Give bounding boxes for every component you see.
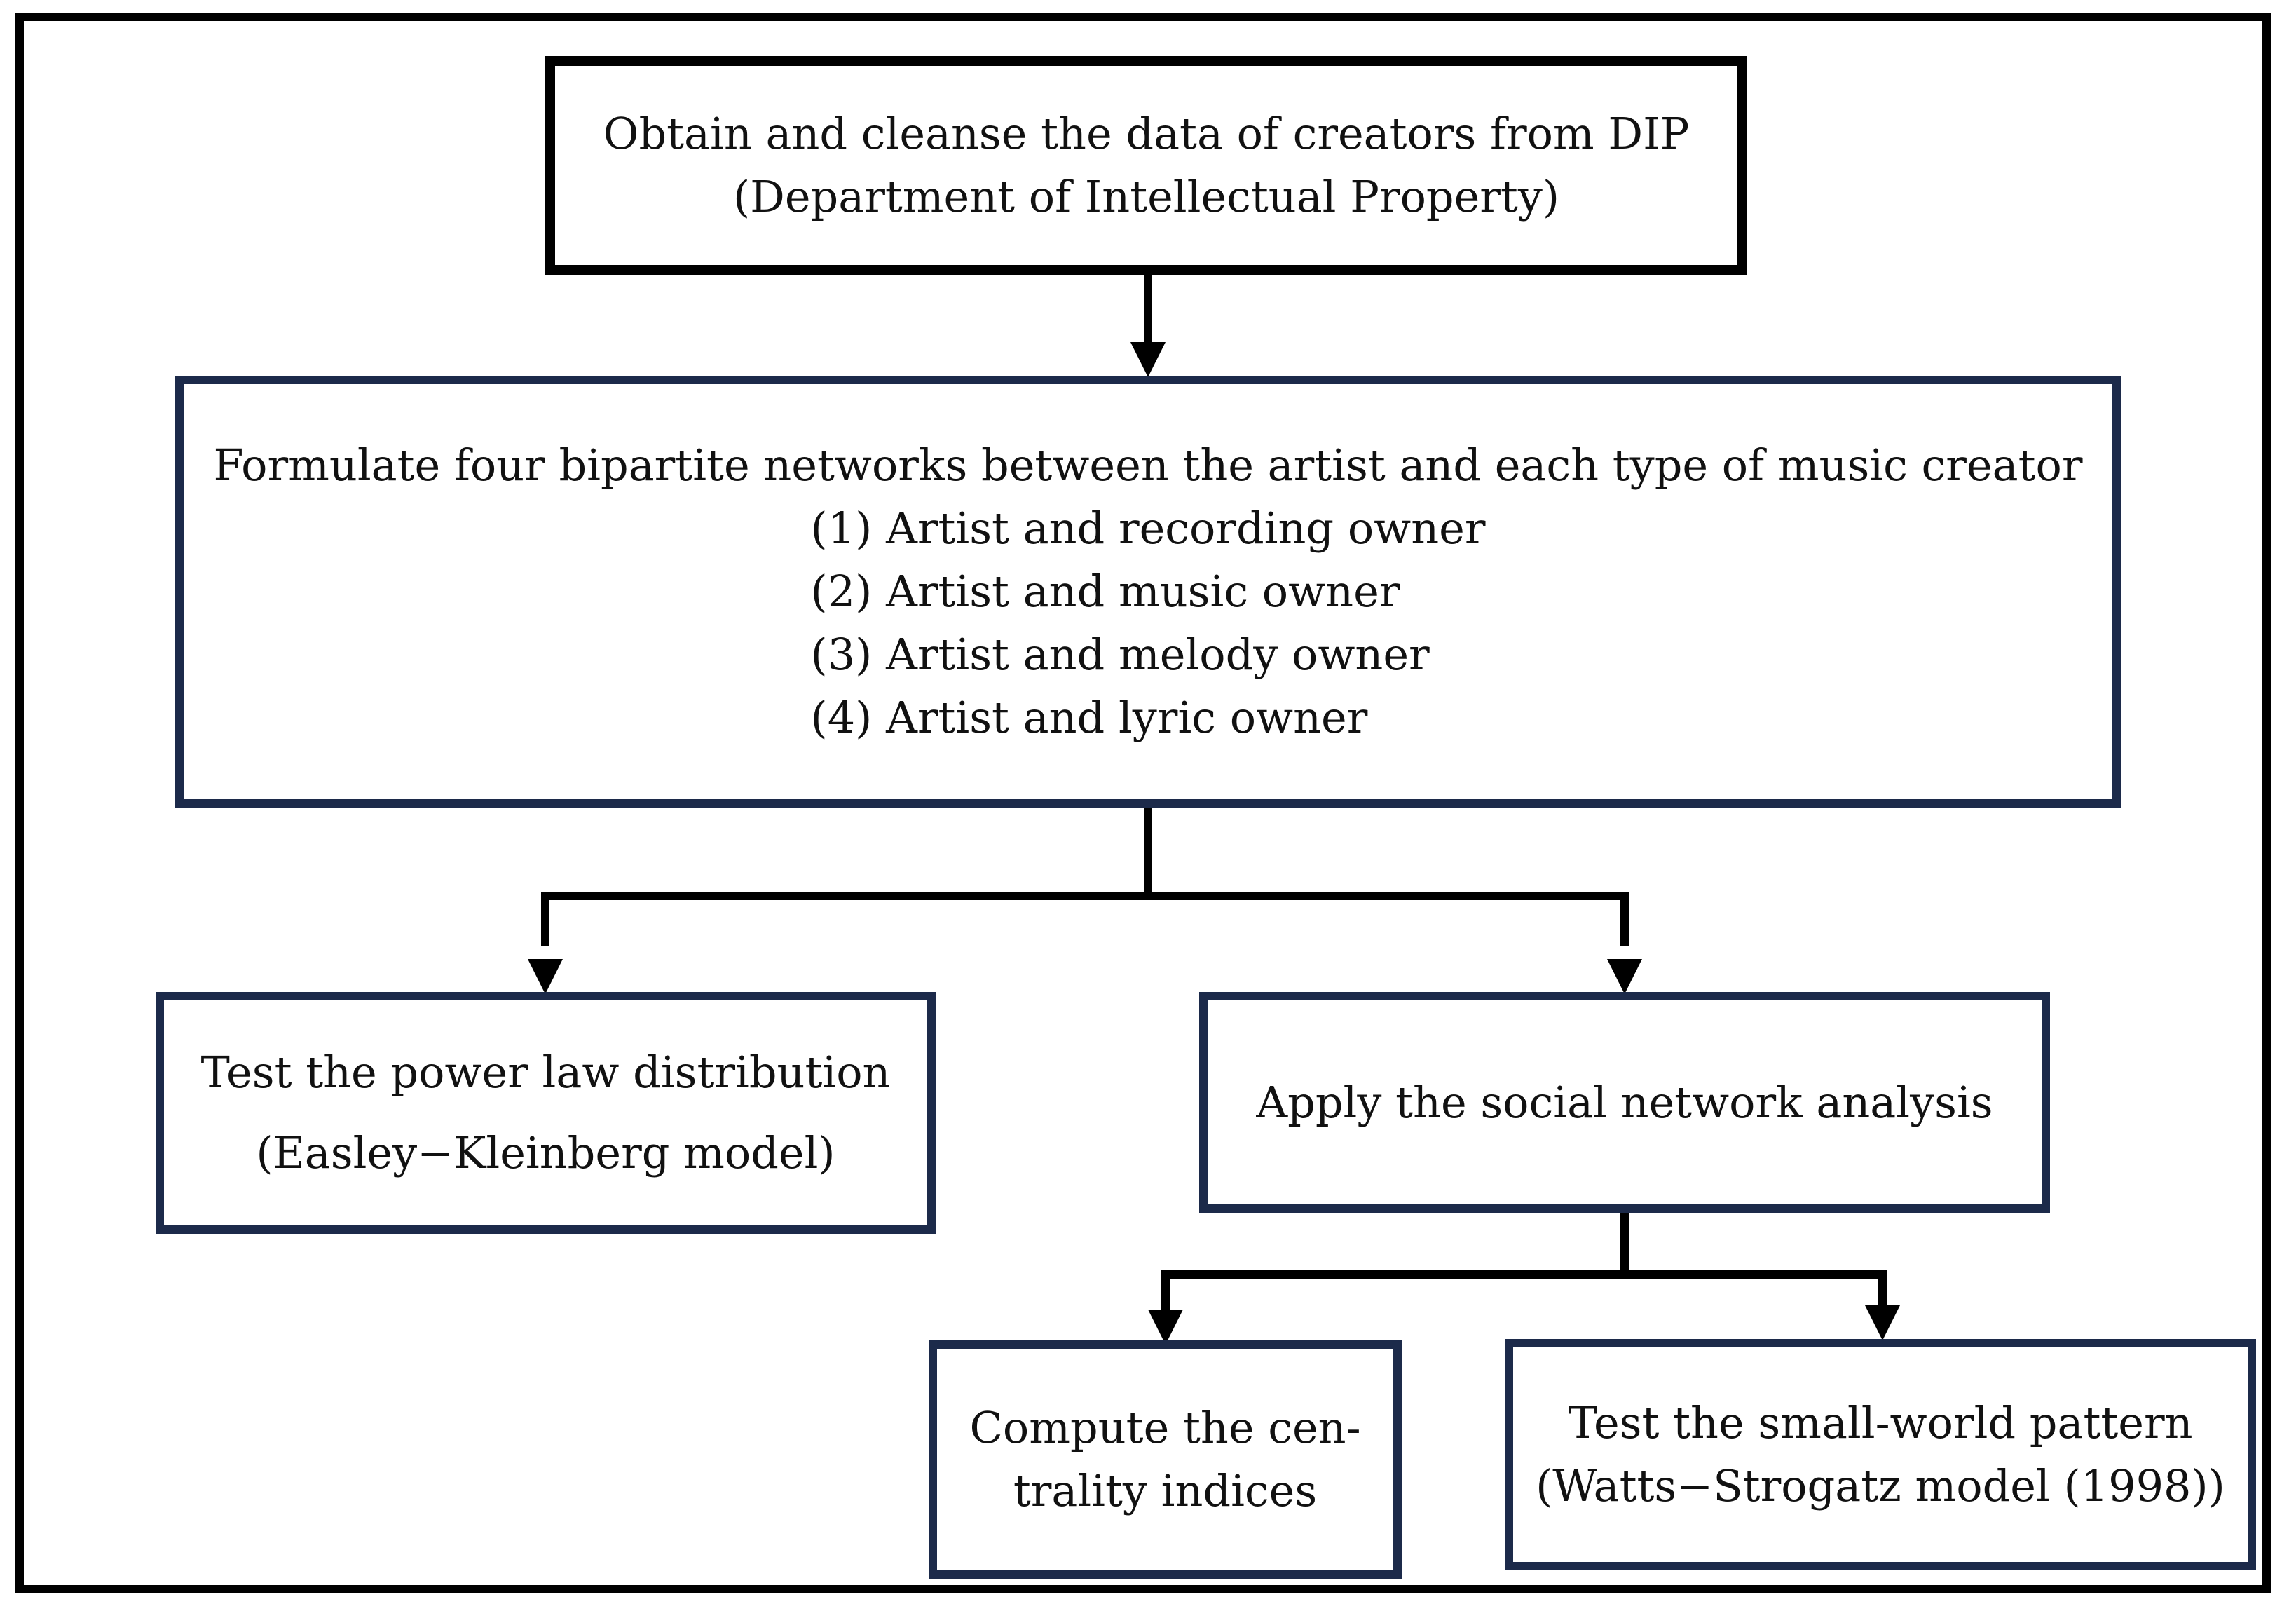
network-type-item: (2) Artist and music owner [810, 566, 1400, 618]
network-type-item: (4) Artist and lyric owner [810, 691, 1368, 743]
branch-formulate-split [541, 892, 1629, 946]
small-world-box: Test the small-world pattern (Watts−Stro… [1505, 1339, 2256, 1570]
power-law-line-1: Test the power law distribution [200, 1046, 891, 1098]
centrality-line-1: Compute the cen- [969, 1402, 1361, 1454]
arrowhead-to-centrality [1148, 1310, 1183, 1345]
obtain-data-box: Obtain and cleanse the data of creators … [545, 56, 1747, 275]
network-type-item: (3) Artist and melody owner [810, 628, 1430, 680]
power-law-box: Test the power law distribution (Easley−… [156, 992, 936, 1234]
arrowhead-to-small-world [1865, 1305, 1900, 1340]
sna-line-1: Apply the social network analysis [1256, 1076, 1993, 1128]
network-type-item: (1) Artist and recording owner [810, 503, 1486, 555]
centrality-box: Compute the cen- trality indices [929, 1340, 1402, 1579]
obtain-line-2: (Department of Intellectual Property) [732, 171, 1560, 222]
arrowhead-to-power-law [528, 959, 563, 994]
formulate-heading: Formulate four bipartite networks betwee… [213, 440, 2083, 491]
small-world-line-1: Test the small-world pattern [1568, 1397, 2193, 1449]
network-type-list: (1) Artist and recording owner (2) Artis… [811, 497, 1486, 749]
branch-sna-split [1161, 1270, 1887, 1318]
formulate-networks-box: Formulate four bipartite networks betwee… [175, 376, 2121, 808]
power-law-line-2: (Easley−Kleinberg model) [256, 1127, 835, 1178]
outer-frame [15, 13, 2271, 1593]
arrowhead-to-formulate [1130, 342, 1166, 377]
centrality-line-2: trality indices [1013, 1465, 1318, 1516]
obtain-line-1: Obtain and cleanse the data of creators … [603, 108, 1690, 160]
small-world-line-2: (Watts−Strogatz model (1998)) [1536, 1460, 2225, 1511]
social-network-analysis-box: Apply the social network analysis [1199, 992, 2050, 1213]
arrowhead-to-sna [1607, 959, 1642, 994]
